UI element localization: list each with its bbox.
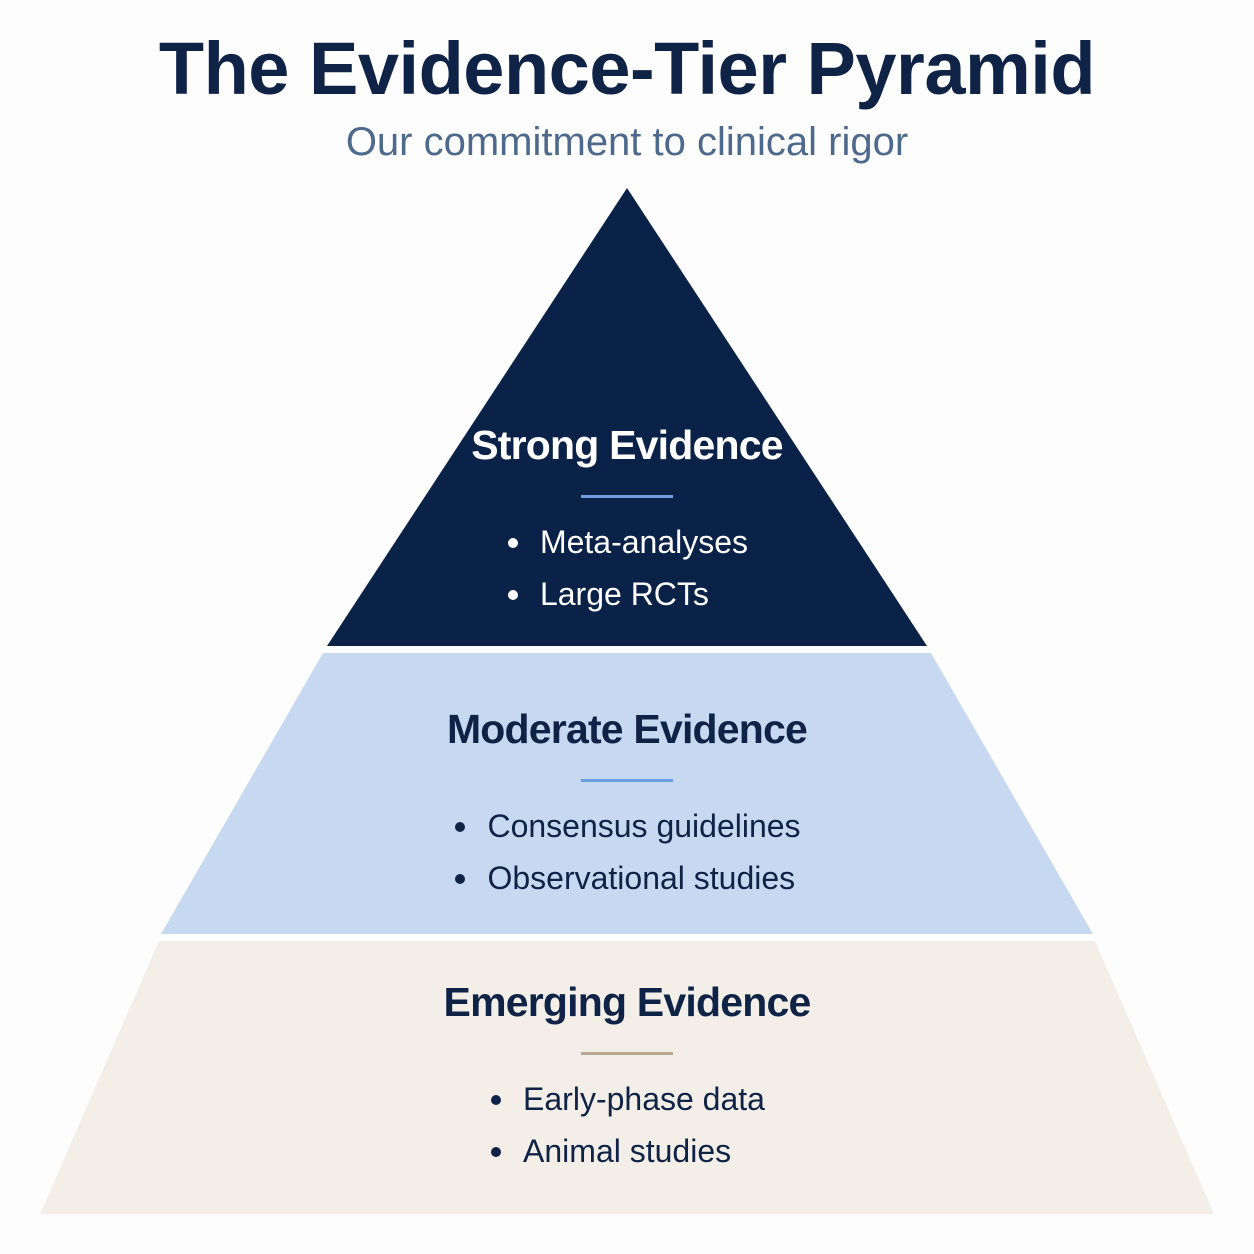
list-item: Observational studies bbox=[453, 852, 800, 904]
tier-emerging-list: Early-phase data Animal studies bbox=[489, 1073, 765, 1177]
list-item: Large RCTs bbox=[506, 568, 748, 620]
tier-moderate-shape bbox=[161, 653, 1093, 934]
tier-emerging-shape bbox=[40, 941, 1214, 1214]
tier-strong-divider bbox=[581, 495, 673, 498]
tier-emerging: Emerging Evidence Early-phase data Anima… bbox=[377, 979, 877, 1177]
tier-emerging-divider bbox=[581, 1052, 673, 1055]
tier-strong-title: Strong Evidence bbox=[471, 422, 783, 468]
tier-strong: Strong Evidence Meta-analyses Large RCTs bbox=[427, 422, 827, 620]
tier-strong-list: Meta-analyses Large RCTs bbox=[506, 516, 748, 620]
tier-strong-shape bbox=[327, 188, 927, 646]
list-item: Early-phase data bbox=[489, 1073, 765, 1125]
tier-moderate-title: Moderate Evidence bbox=[446, 706, 808, 752]
tier-moderate-divider bbox=[581, 779, 673, 782]
tier-moderate: Moderate Evidence Consensus guidelines O… bbox=[377, 706, 877, 904]
list-item: Animal studies bbox=[489, 1125, 765, 1177]
list-item: Meta-analyses bbox=[506, 516, 748, 568]
page-subtitle: Our commitment to clinical rigor bbox=[345, 120, 909, 164]
tier-moderate-list: Consensus guidelines Observational studi… bbox=[453, 800, 801, 904]
list-item: Consensus guidelines bbox=[453, 800, 801, 852]
page-title: The Evidence-Tier Pyramid bbox=[158, 27, 1096, 110]
tier-emerging-title: Emerging Evidence bbox=[443, 979, 812, 1025]
